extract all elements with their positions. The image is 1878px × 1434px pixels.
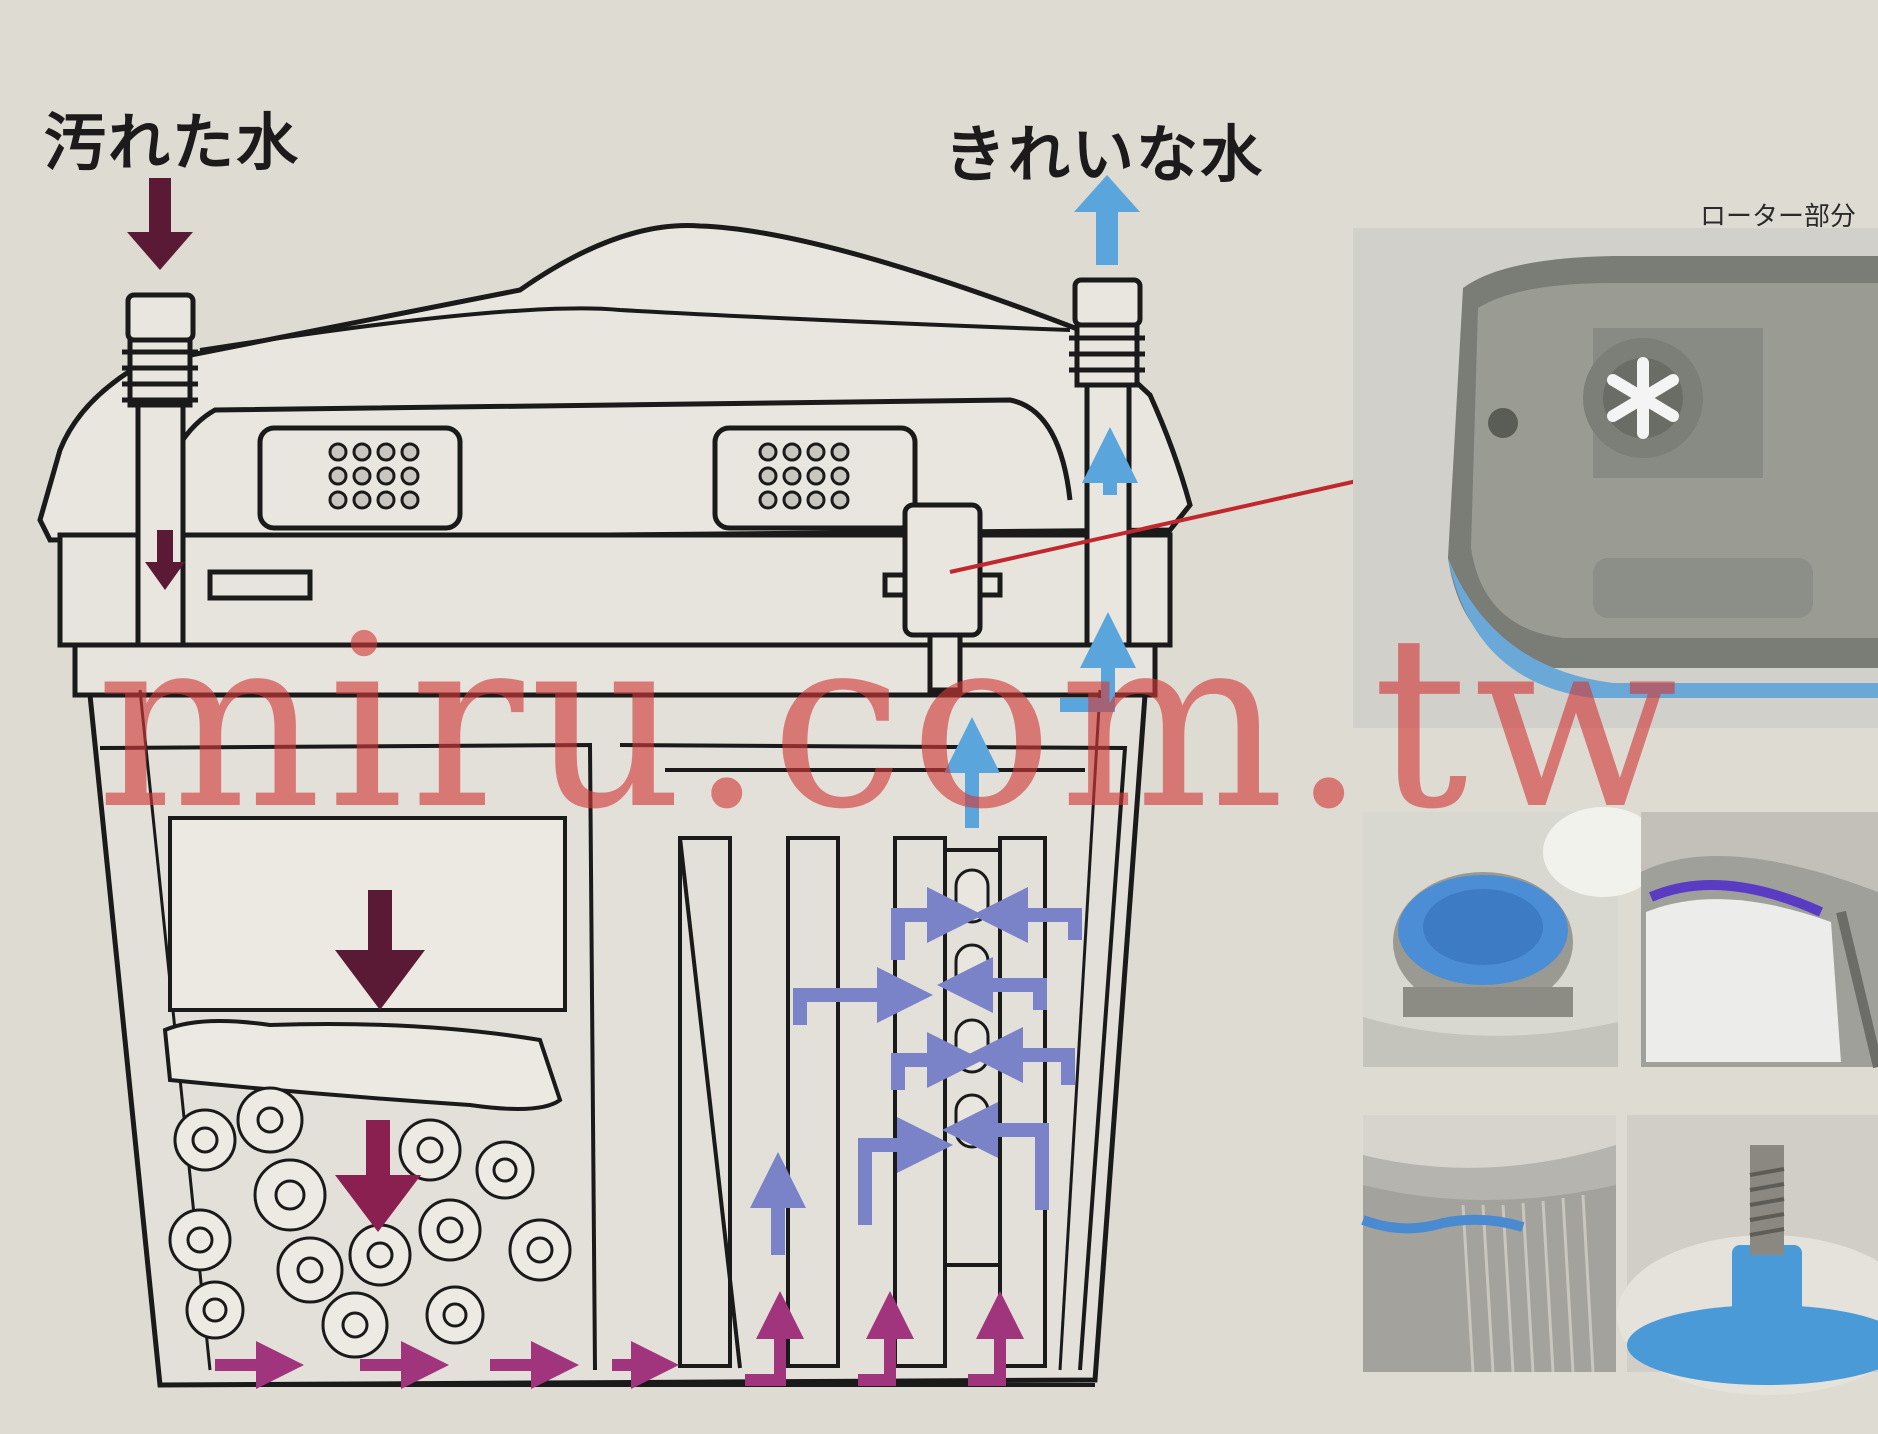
rotor-photo: [1353, 228, 1878, 728]
arrow-down-icon: [127, 178, 193, 270]
arrow-up-icon: [1074, 175, 1140, 265]
dirty-water-label: 汚れた水: [44, 106, 301, 179]
arrow-down-icon: [335, 890, 425, 1010]
blue-cap-photo: [1363, 807, 1663, 1067]
arrow-down-icon: [145, 530, 185, 590]
nut-bolt-photo: [1617, 1115, 1878, 1395]
inlet-nozzle: [122, 292, 198, 648]
rotor-housing: [882, 502, 1003, 693]
bottom-flow-arrows: [215, 1291, 1024, 1389]
clear-canister-photo: [1641, 812, 1878, 1069]
ceramic-rings: [168, 1086, 572, 1359]
rotor-part-label: ローター部分: [1700, 202, 1857, 232]
filter-lid: [37, 223, 1193, 543]
filter-rim: [57, 532, 1173, 698]
filter-sponges: [162, 816, 567, 1111]
internal-flow-arrows: [750, 887, 1082, 1255]
strainer-photo: [1361, 1115, 1616, 1373]
arrow-down-icon: [335, 1120, 421, 1232]
clean-flow-arrows: [944, 427, 1138, 828]
clean-water-label: きれいな水: [944, 118, 1265, 191]
lid-vent-holes: [328, 442, 850, 510]
